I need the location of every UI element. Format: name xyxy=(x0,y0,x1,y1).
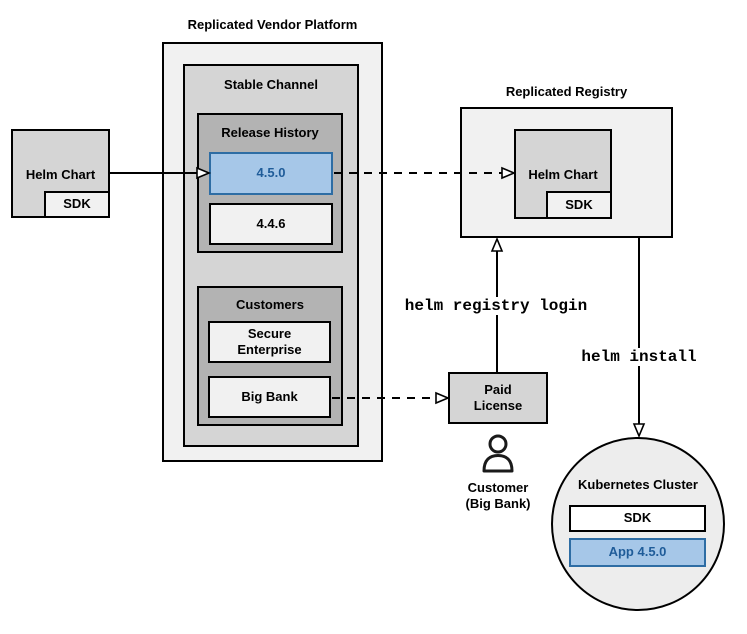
registry-helm-chart-label: Helm Chart xyxy=(528,167,598,182)
person-icon xyxy=(482,434,514,473)
vendor-platform-title: Replicated Vendor Platform xyxy=(187,17,358,32)
release-item-4-5-0: 4.5.0 xyxy=(209,152,333,195)
customers-title: Customers xyxy=(236,297,304,312)
release-history-title: Release History xyxy=(221,125,319,140)
kubernetes-cluster-title: Kubernetes Cluster xyxy=(578,477,698,492)
customer-item-big-bank: Big Bank xyxy=(208,376,331,418)
helm-install-command: helm install xyxy=(569,348,709,366)
source-helm-chart-label: Helm Chart xyxy=(25,167,96,182)
cluster-sdk-box: SDK xyxy=(569,505,706,532)
customer-item-secure-enterprise: Secure Enterprise xyxy=(208,321,331,363)
cluster-app-box: App 4.5.0 xyxy=(569,538,706,567)
arrow-registry-to-cluster xyxy=(632,238,646,439)
helm-registry-login-command: helm registry login xyxy=(399,297,593,315)
paid-license-box: Paid License xyxy=(448,372,548,424)
stable-channel-title: Stable Channel xyxy=(224,77,318,92)
source-sdk-box: SDK xyxy=(44,191,110,218)
customer-label: Customer (Big Bank) xyxy=(465,480,531,511)
release-item-4-4-6: 4.4.6 xyxy=(209,203,333,245)
registry-title: Replicated Registry xyxy=(505,84,628,99)
registry-sdk-box: SDK xyxy=(546,191,612,219)
